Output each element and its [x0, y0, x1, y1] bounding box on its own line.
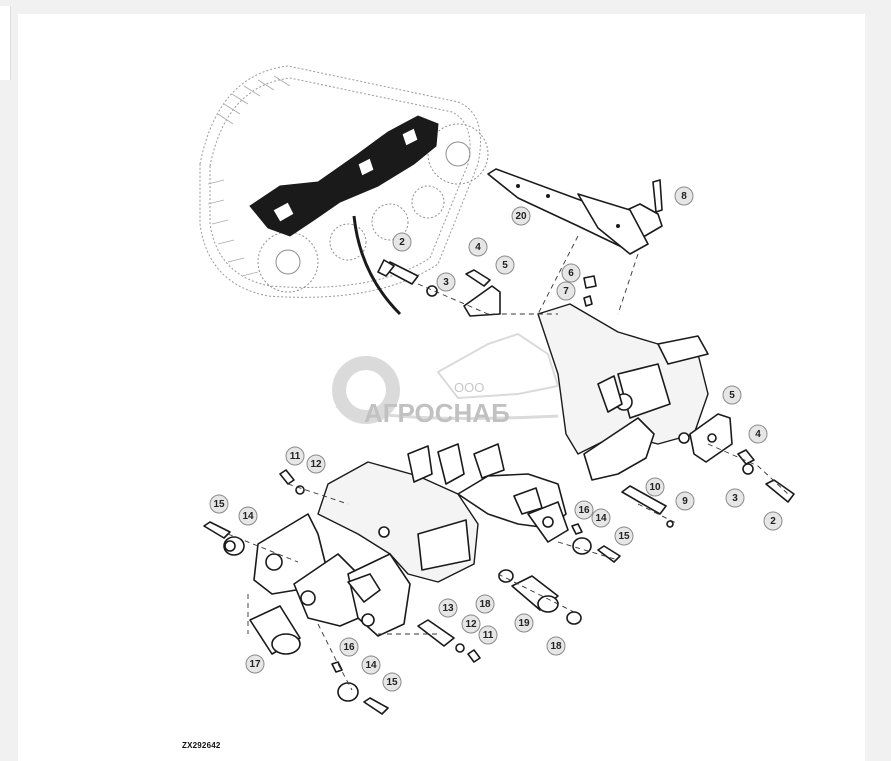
- callout-label: 5: [502, 260, 508, 271]
- callout-label: 2: [399, 237, 405, 248]
- callout-label: 6: [568, 268, 574, 279]
- callout-5: 5: [495, 255, 515, 275]
- callout-19: 19: [514, 613, 534, 633]
- watermark-prefix: ООО: [454, 380, 484, 395]
- callout-label: 13: [442, 603, 454, 614]
- callout-label: 14: [242, 511, 254, 522]
- watermark-brand: АГРОСНАБ: [364, 398, 510, 428]
- callout-14: 14: [591, 508, 611, 528]
- callout-11: 11: [478, 625, 498, 645]
- callout-12: 12: [306, 454, 326, 474]
- callout-label: 2: [770, 516, 776, 527]
- callout-7: 7: [556, 281, 576, 301]
- callout-label: 18: [550, 641, 562, 652]
- callout-11: 11: [285, 446, 305, 466]
- callout-15: 15: [382, 672, 402, 692]
- callout-2: 2: [392, 232, 412, 252]
- callout-10: 10: [645, 477, 665, 497]
- callout-label: 11: [483, 630, 494, 641]
- assembly-guides: [227, 235, 789, 691]
- watermark-logo: ООО АГРОСНАБ: [332, 332, 560, 428]
- callout-label: 9: [682, 496, 688, 507]
- callout-label: 15: [213, 499, 225, 510]
- callout-3: 3: [436, 272, 456, 292]
- callout-3: 3: [725, 488, 745, 508]
- callout-4: 4: [468, 237, 488, 257]
- upper-bracket-20: [487, 168, 663, 255]
- callout-16: 16: [339, 637, 359, 657]
- callout-label: 4: [475, 242, 481, 253]
- callout-label: 12: [310, 459, 322, 470]
- callout-label: 17: [249, 659, 261, 670]
- callout-17: 17: [245, 654, 265, 674]
- callout-label: 16: [343, 642, 355, 653]
- front-frame: [253, 443, 569, 637]
- callout-label: 5: [729, 390, 735, 401]
- callout-label: 15: [386, 677, 398, 688]
- lower-parts: [203, 469, 621, 715]
- callout-label: 8: [681, 191, 687, 202]
- callout-label: 12: [465, 619, 477, 630]
- callout-14: 14: [238, 506, 258, 526]
- left-edge-strip: [0, 6, 11, 80]
- callout-20: 20: [511, 206, 531, 226]
- rear-frame: [537, 303, 709, 481]
- callout-label: 16: [578, 505, 590, 516]
- callout-label: 7: [563, 286, 569, 297]
- right-side-parts: [621, 413, 795, 528]
- callout-9: 9: [675, 491, 695, 511]
- diagram-panel: ООО АГРОСНАБ 2 3 4 5 6 7 8 20 5 4 3 2 10 9 11 12 15 14 16 1…: [18, 14, 865, 761]
- callout-2: 2: [763, 511, 783, 531]
- callout-4: 4: [748, 424, 768, 444]
- callout-18: 18: [475, 594, 495, 614]
- callout-label: 20: [515, 211, 527, 222]
- callout-14: 14: [361, 655, 381, 675]
- callout-6: 6: [561, 263, 581, 283]
- upper-hardware: [377, 259, 597, 317]
- callout-15: 15: [614, 526, 634, 546]
- callout-group: 2 3 4 5 6 7 8 20 5 4 3 2 10 9 11 12 15 14 16 14 15 18 19 18 13 12…: [209, 186, 783, 692]
- callout-12: 12: [461, 614, 481, 634]
- parts-diagram: ООО АГРОСНАБ 2 3 4 5 6 7 8 20 5 4 3 2 10 9 11 12 15 14 16 1…: [199, 65, 795, 715]
- diagram-code: ZX292642: [182, 741, 221, 750]
- callout-label: 18: [479, 599, 491, 610]
- callout-13: 13: [438, 598, 458, 618]
- callout-label: 19: [518, 618, 530, 629]
- callout-label: 3: [443, 277, 449, 288]
- callout-15: 15: [209, 494, 229, 514]
- callout-label: 14: [365, 660, 377, 671]
- callout-label: 11: [290, 451, 301, 462]
- callout-label: 4: [755, 429, 761, 440]
- callout-label: 15: [618, 531, 630, 542]
- callout-label: 14: [595, 513, 607, 524]
- callout-label: 10: [649, 482, 661, 493]
- track-unit-inset: [199, 65, 489, 316]
- callout-8: 8: [674, 186, 694, 206]
- callout-5: 5: [722, 385, 742, 405]
- callout-label: 3: [732, 493, 738, 504]
- callout-18: 18: [546, 636, 566, 656]
- callout-16: 16: [574, 500, 594, 520]
